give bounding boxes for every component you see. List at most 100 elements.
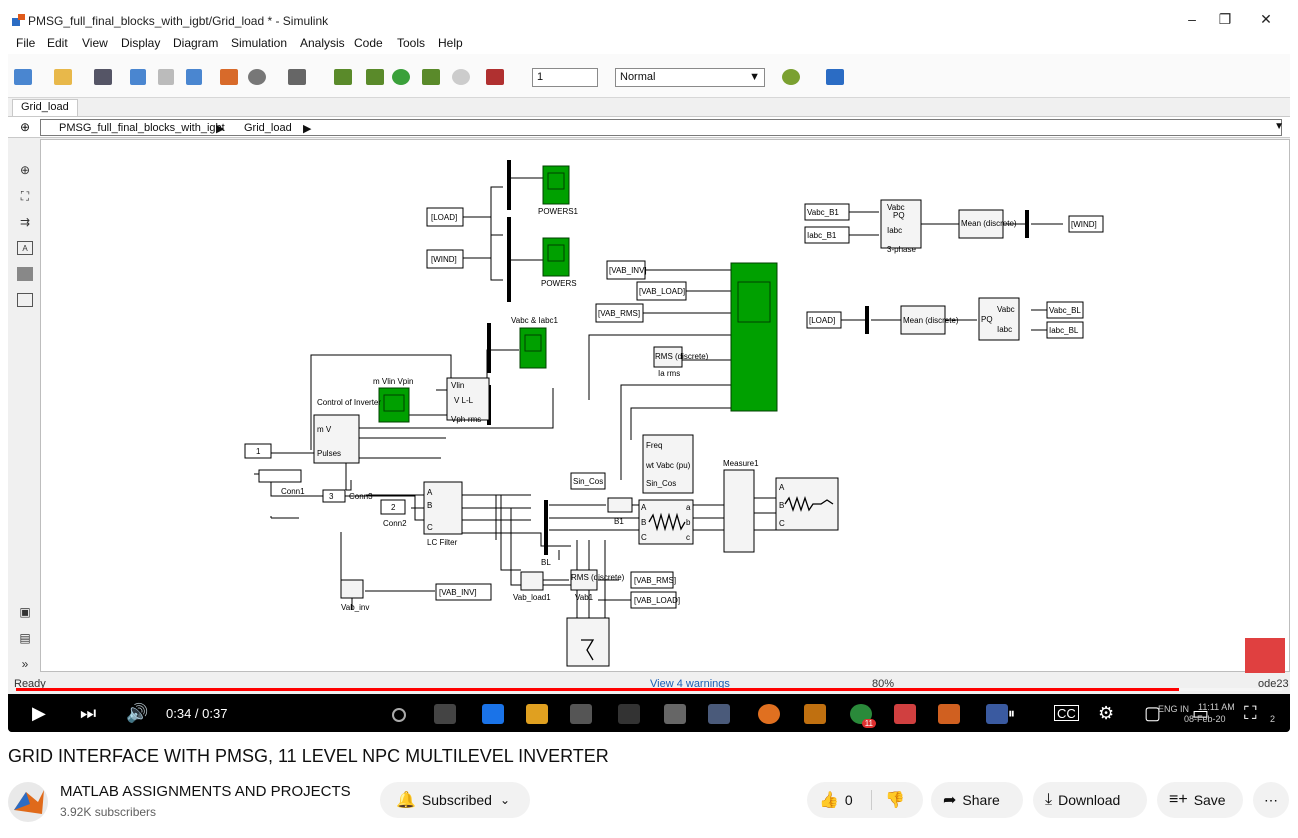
- load-phase-b: B: [779, 501, 784, 510]
- run-icon[interactable]: [392, 69, 410, 85]
- channel-name[interactable]: MATLAB ASSIGNMENTS AND PROJECTS: [60, 783, 351, 800]
- forward-arrow-icon[interactable]: [158, 69, 174, 85]
- vll-label: V L-L: [454, 396, 474, 405]
- annotation-icon[interactable]: A: [17, 241, 33, 255]
- gear-icon[interactable]: [248, 69, 266, 85]
- play-icon[interactable]: ▶: [32, 703, 46, 723]
- menu-code[interactable]: Code: [354, 36, 383, 50]
- settings-gear-icon[interactable]: ⚙: [1098, 703, 1115, 723]
- route-lines-icon[interactable]: ⇉: [19, 215, 31, 229]
- sim-mode-value: Normal: [620, 71, 656, 83]
- next-icon[interactable]: ⏭: [80, 703, 97, 723]
- menu-view[interactable]: View: [82, 36, 108, 50]
- tab-grid-load[interactable]: Grid_load: [12, 99, 78, 116]
- captions-icon[interactable]: CC: [1054, 705, 1079, 721]
- stop-time-field[interactable]: 1: [532, 68, 598, 87]
- sim-mode-select[interactable]: Normal▼: [615, 68, 765, 87]
- screenshot-icon[interactable]: ▣: [19, 605, 31, 619]
- measure1-label: Measure1: [723, 459, 759, 468]
- dislike-button[interactable]: 👎: [885, 792, 905, 809]
- share-button[interactable]: ➦ Share: [931, 782, 1023, 818]
- open-folder-icon[interactable]: [54, 69, 72, 85]
- port-1-label: 1: [256, 447, 261, 456]
- fullscreen-icon[interactable]: ⛶: [1244, 703, 1257, 723]
- minimize-button[interactable]: –: [1188, 11, 1196, 27]
- taskbar-whatsapp-icon: 11: [850, 704, 876, 728]
- download-button[interactable]: ⤓ Download: [1033, 782, 1147, 818]
- breadcrumb-root[interactable]: PMSG_full_final_blocks_with_igbt: [59, 122, 225, 134]
- avatar[interactable]: [8, 782, 48, 822]
- menu-diagram[interactable]: Diagram: [173, 36, 219, 50]
- library-browser-icon[interactable]: [220, 69, 238, 85]
- expand-icon[interactable]: »: [21, 657, 29, 671]
- share-label: Share: [962, 792, 1000, 808]
- step-back-icon[interactable]: [366, 69, 384, 85]
- lc-phase-a: A: [427, 488, 433, 497]
- tray-notification-count: 2: [1270, 714, 1276, 724]
- menu-display[interactable]: Display: [121, 36, 161, 50]
- video-player[interactable]: PMSG_full_final_blocks_with_igbt/Grid_lo…: [8, 8, 1290, 732]
- taskbar-explorer-icon: [526, 704, 548, 724]
- video-progress-bar[interactable]: [16, 688, 1282, 691]
- goto-vab-load-label: [VAB_LOAD]: [634, 596, 680, 605]
- breadcrumb: PMSG_full_final_blocks_with_igbt ▶ Grid_…: [40, 119, 1282, 136]
- from-vab-inv-label: [VAB_INV]: [609, 266, 647, 275]
- from-vab-rms-label: [VAB_RMS]: [598, 309, 640, 318]
- stop-icon[interactable]: [452, 69, 470, 85]
- like-divider: [871, 790, 872, 810]
- from-vab-load-label: [VAB_LOAD]: [639, 287, 685, 296]
- fit-view-icon[interactable]: ⛶: [20, 189, 30, 203]
- address-dropdown-icon[interactable]: ▼: [1274, 121, 1284, 132]
- zoom-icon[interactable]: ⊕: [19, 163, 31, 177]
- status-bar: Ready View 4 warnings 80% ode23: [8, 674, 1290, 694]
- restore-button[interactable]: ❐: [1218, 11, 1232, 27]
- taskbar-chip-icon: [618, 704, 640, 724]
- more-actions-button[interactable]: ⋯: [1253, 782, 1289, 818]
- breadcrumb-current[interactable]: Grid_load: [244, 122, 292, 134]
- model-canvas[interactable]: [LOAD] [WIND] [VAB_INV] [VAB_LOAD] [VAB_…: [40, 139, 1290, 673]
- subscribed-label: Subscribed: [421, 792, 492, 808]
- record-icon[interactable]: [334, 69, 352, 85]
- save-button[interactable]: ≡+ Save: [1157, 782, 1243, 818]
- save-icon[interactable]: [94, 69, 112, 85]
- more-icon: ⋯: [1264, 791, 1278, 808]
- menu-analysis[interactable]: Analysis: [300, 36, 345, 50]
- tray-clock-date: 08-Feb-20: [1184, 714, 1226, 724]
- close-button[interactable]: ✕: [1260, 11, 1272, 27]
- hide-browser-icon[interactable]: ⊕: [20, 120, 31, 134]
- toolbar: 1 Normal▼: [8, 54, 1290, 98]
- subscribed-button[interactable]: 🔔 Subscribed ⌄: [380, 782, 530, 818]
- menu-tools[interactable]: Tools: [397, 36, 426, 50]
- image-icon[interactable]: [17, 267, 33, 281]
- autoplay-toggle-icon[interactable]: ⏸: [1008, 705, 1015, 721]
- area-icon[interactable]: [17, 293, 33, 307]
- freq-wt-label: wt Vabc (pu): [645, 461, 691, 470]
- like-button[interactable]: 👍: [819, 792, 839, 809]
- debug-icon[interactable]: [826, 69, 844, 85]
- mean1-label: Mean (discrete): [961, 219, 1017, 228]
- step-forward-icon[interactable]: [422, 69, 440, 85]
- menu-simulation[interactable]: Simulation: [231, 36, 288, 50]
- scope-vabc-iabc1-label: Vabc & Iabc1: [511, 316, 559, 325]
- up-arrow-icon[interactable]: [186, 69, 202, 85]
- from-iabc-b1-label: Iabc_B1: [807, 231, 837, 240]
- red-annotation-block: [1245, 638, 1285, 673]
- menu-file[interactable]: File: [16, 36, 36, 50]
- goto-vab-rms-label: [VAB_RMS]: [634, 576, 676, 585]
- new-model-icon[interactable]: [14, 69, 32, 85]
- side-palette: ⊕ ⛶ ⇉ A ▣ ▤ »: [8, 139, 40, 672]
- properties-icon[interactable]: ▤: [19, 631, 31, 645]
- theater-mode-icon[interactable]: ▭: [1192, 703, 1210, 723]
- volume-icon[interactable]: 🔊: [126, 703, 149, 723]
- menu-edit[interactable]: Edit: [47, 36, 68, 50]
- menu-help[interactable]: Help: [438, 36, 463, 50]
- back-arrow-icon[interactable]: [130, 69, 146, 85]
- model-explorer-icon[interactable]: [288, 69, 306, 85]
- status-warnings-link[interactable]: View 4 warnings: [650, 678, 730, 690]
- model-advisor-icon[interactable]: [782, 69, 800, 85]
- status-zoom: 80%: [872, 678, 895, 690]
- miniplayer-icon[interactable]: ▢: [1144, 703, 1162, 723]
- like-dislike-group: 👍 0 👎: [807, 782, 923, 818]
- scope-data-icon[interactable]: [486, 69, 504, 85]
- taskbar-matlab-icon: [938, 704, 960, 724]
